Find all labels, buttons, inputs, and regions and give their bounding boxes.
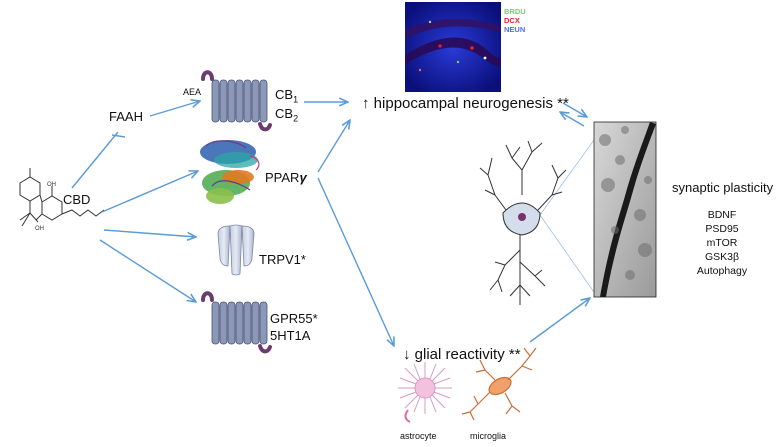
arrow-em-to-neurogenesis	[560, 112, 585, 127]
legend-neun: NEUN	[504, 25, 526, 34]
arrow-neurogenesis-to-em	[562, 102, 587, 117]
inhibition-bar-faah	[111, 134, 126, 138]
arrow-glial-to-em	[529, 298, 590, 343]
micrograph-legend: BRDU DCX NEUN	[504, 7, 526, 34]
astrocyte-label: astrocyte	[400, 431, 437, 441]
marker-psd95: PSD95	[705, 223, 739, 235]
trpv1-channel-icon	[217, 224, 255, 276]
legend-dcx: DCX	[504, 16, 520, 25]
arrow-cbd-to-trpv1	[103, 229, 196, 237]
neurogenesis-label: ↑ hippocampal neurogenesis **	[362, 95, 569, 112]
arrow-cbd-to-faah	[71, 131, 119, 189]
arrow-ppar-to-neurogenesis	[317, 120, 350, 173]
ppar-label: PPARγ	[265, 170, 307, 185]
cb2-label: CB2	[275, 106, 299, 124]
trpv1-label: TRPV1*	[259, 252, 306, 267]
oh-label-top: OH	[47, 182, 56, 188]
down-arrow-icon: ↓	[403, 346, 411, 363]
faah-label: FAAH	[109, 109, 143, 124]
arrow-group	[71, 101, 590, 346]
marker-bdnf: BDNF	[707, 209, 737, 221]
fluorescence-micrograph	[405, 2, 501, 92]
arrow-ppar-to-glial	[317, 177, 394, 346]
astrocyte-icon	[398, 362, 452, 423]
arrow-cbd-to-ppar	[101, 171, 198, 213]
marker-gsk3b: GSK3β	[704, 251, 740, 263]
gpr55-label: GPR55*	[270, 311, 318, 326]
arrow-cbd-to-gpr55	[99, 239, 196, 302]
synaptic-plasticity-title: synaptic plasticity	[672, 180, 774, 195]
up-arrow-icon: ↑	[362, 95, 370, 112]
zoom-lines	[539, 139, 597, 296]
microglia-icon	[461, 347, 537, 421]
aea-label: AEA	[183, 87, 202, 97]
glial-reactivity-label: ↓ glial reactivity **	[403, 346, 521, 363]
oh-label-bottom: OH	[35, 226, 44, 232]
marker-autophagy: Autophagy	[696, 265, 748, 277]
gpr55-receptor-icon	[201, 291, 272, 354]
electron-micrograph	[593, 121, 657, 298]
cb-receptor-icon	[201, 70, 272, 132]
marker-mtor: mTOR	[706, 237, 738, 249]
arrow-faah-to-cb	[149, 101, 200, 117]
neuron-icon	[479, 140, 567, 305]
cbd-label: CBD	[63, 192, 91, 207]
legend-brdu: BRDU	[504, 7, 526, 16]
cbd-molecule-icon	[19, 168, 105, 227]
plasticity-marker-list: BDNF PSD95 mTOR GSK3β Autophagy	[686, 208, 758, 278]
ppar-protein-icon	[200, 140, 260, 204]
5ht1a-label: 5HT1A	[270, 328, 311, 343]
microglia-label: microglia	[470, 431, 507, 441]
cb1-label: CB1	[275, 87, 299, 105]
